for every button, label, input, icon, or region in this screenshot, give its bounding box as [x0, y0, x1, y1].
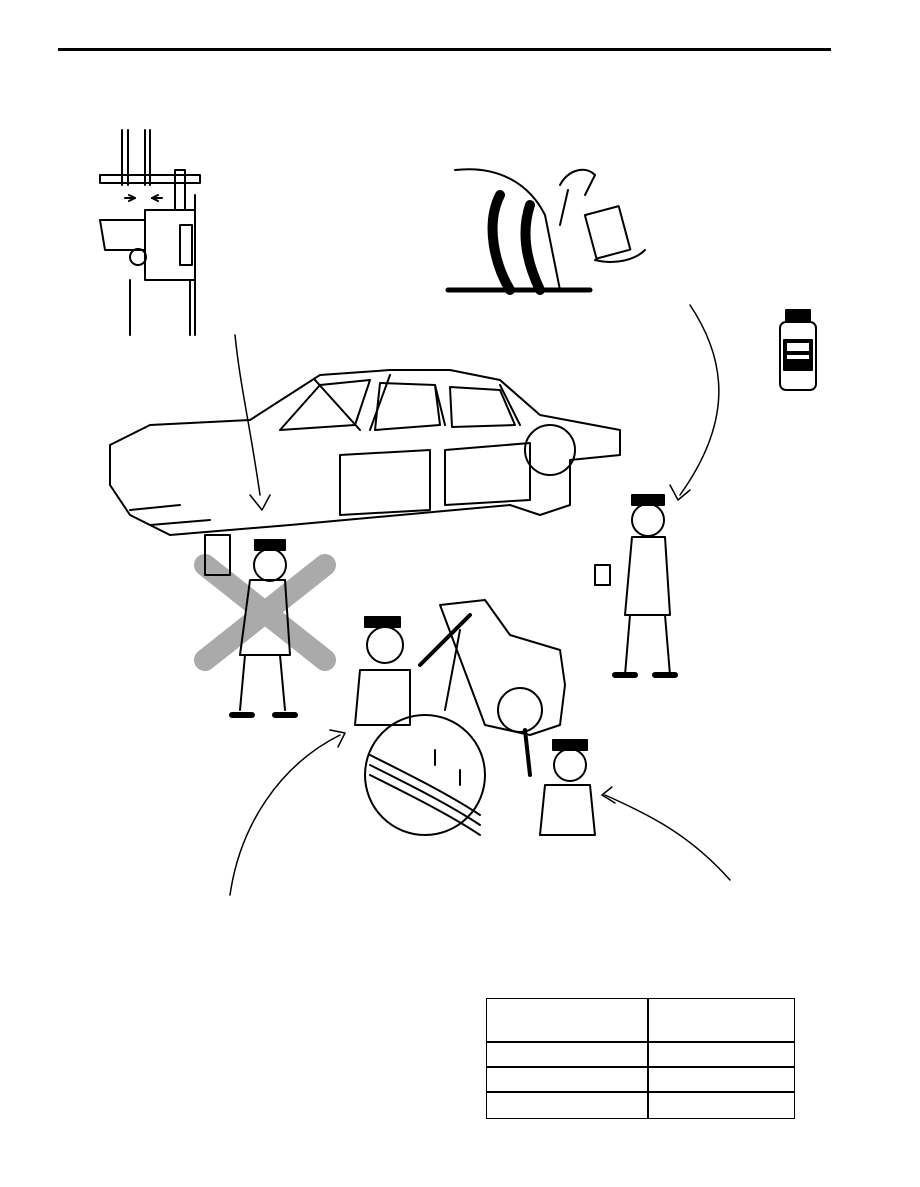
table-cell	[649, 999, 795, 1041]
table-cell	[487, 1042, 647, 1066]
sealant-application-detail	[445, 168, 646, 295]
header-rule	[58, 48, 831, 51]
process-arrows	[229, 304, 731, 896]
welding-worker-middle	[354, 613, 472, 726]
welding-procedure-illustration	[99, 129, 817, 896]
sealant-worker-right	[594, 494, 678, 678]
table-cell	[487, 1067, 647, 1091]
rear-fender-panel	[439, 599, 566, 736]
specification-table	[486, 998, 795, 1119]
table-cell	[487, 999, 647, 1041]
weld-gap-magnifier	[364, 629, 486, 836]
table-cell	[649, 1042, 795, 1066]
table-cell	[649, 1067, 795, 1091]
tool-worker-bottom	[523, 728, 596, 836]
sealant-bottle	[779, 309, 817, 391]
spot-welder-detail	[99, 129, 201, 336]
incorrect-welding-worker	[194, 534, 336, 718]
car-body-shell	[109, 369, 621, 536]
table-cell	[487, 1092, 647, 1118]
table-cell	[649, 1092, 795, 1118]
